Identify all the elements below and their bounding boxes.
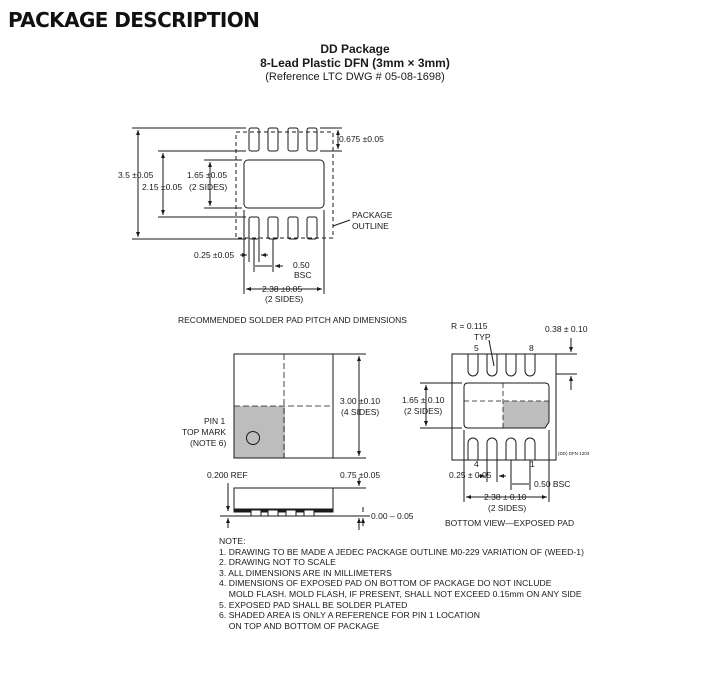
package-outline-label-2: OUTLINE <box>352 221 389 231</box>
note-line: 5. EXPOSED PAD SHALL BE SOLDER PLATED <box>219 599 408 610</box>
dim-bottom-exposed-height-note: (2 SIDES) <box>404 406 442 416</box>
dim-body: 3.00 ±0.10 <box>340 396 380 406</box>
dim-exposed-height-note: (2 SIDES) <box>189 182 227 192</box>
radius-typ: TYP <box>474 332 491 342</box>
note-line: 4. DIMENSIONS OF EXPOSED PAD ON BOTTOM O… <box>219 578 552 589</box>
pin1-label-3: (NOTE 6) <box>190 438 227 448</box>
dim-standoff: 0.00 – 0.05 <box>371 511 414 521</box>
pin-5-label: 5 <box>474 343 479 353</box>
solder-pad <box>306 127 318 152</box>
solder-pad <box>267 216 279 240</box>
bottom-lead <box>505 437 517 460</box>
solder-pad <box>248 127 260 152</box>
solder-pad-caption: RECOMMENDED SOLDER PAD PITCH AND DIMENSI… <box>178 315 407 325</box>
note-line: 2. DRAWING NOT TO SCALE <box>219 557 336 568</box>
note-line: ON TOP AND BOTTOM OF PACKAGE <box>219 620 380 631</box>
side-lead <box>303 509 315 517</box>
package-top-view <box>233 353 366 459</box>
solder-pad <box>287 127 299 152</box>
dim-exposed-width-note: (2 SIDES) <box>265 294 303 304</box>
dim-pitch-note: BSC <box>294 270 311 280</box>
bottom-lead <box>524 437 536 460</box>
dim-pad-length: 0.675 ±0.05 <box>339 134 384 144</box>
dim-bottom-exposed-height: 1.65 ± 0.10 <box>402 395 445 405</box>
note-line: MOLD FLASH. MOLD FLASH, IF PRESENT, SHAL… <box>219 588 582 599</box>
dim-overall-height: 3.5 ±0.05 <box>118 170 154 180</box>
dim-body-note: (4 SIDES) <box>341 407 379 417</box>
notes-block: NOTE: 1. DRAWING TO BE MADE A JEDEC PACK… <box>219 536 584 631</box>
drawing-reference: (Reference LTC DWG # 05-08-1698) <box>265 71 445 83</box>
pin1-label-2: TOP MARK <box>182 427 226 437</box>
note-line: 6. SHADED AREA IS ONLY A REFERENCE FOR P… <box>219 610 481 621</box>
notes-heading: NOTE: <box>219 536 246 546</box>
bottom-body <box>451 353 557 461</box>
package-outline <box>235 131 334 239</box>
pin1-shaded-area <box>234 406 285 458</box>
pin1-mark <box>246 431 260 445</box>
bottom-view <box>420 338 577 502</box>
radius-label: R = 0.115 <box>451 321 488 331</box>
dim-inner-height: 2.15 ±0.05 <box>142 182 182 192</box>
bottom-lead <box>486 437 498 460</box>
side-lead <box>285 509 297 517</box>
drawing-code: (DD) DFN 1203 <box>558 451 590 456</box>
solder-pad <box>306 216 318 240</box>
note-line: 3. ALL DIMENSIONS ARE IN MILLIMETERS <box>219 567 392 578</box>
dim-exposed-width: 2.38 ±0.05 <box>262 284 302 294</box>
bottom-view-caption: BOTTOM VIEW—EXPOSED PAD <box>445 518 574 528</box>
exposed-pad-shade <box>503 401 549 428</box>
dim-exposed-height: 1.65 ±0.05 <box>187 170 227 180</box>
solder-pad <box>248 216 260 240</box>
solder-pad <box>287 216 299 240</box>
exposed-pad-land <box>243 159 325 209</box>
side-lead <box>267 509 279 517</box>
note-line: 1. DRAWING TO BE MADE A JEDEC PACKAGE OU… <box>219 546 585 557</box>
page-title: PACKAGE DESCRIPTION <box>8 8 260 32</box>
exposed-pad <box>463 382 550 429</box>
dim-pad-width: 0.25 ±0.05 <box>194 250 234 260</box>
pin1-label-1: PIN 1 <box>204 416 226 426</box>
bottom-lead <box>467 354 479 377</box>
solder-pad-view <box>132 127 351 294</box>
solder-pad <box>267 127 279 152</box>
dim-lead-width: 0.38 ± 0.10 <box>545 324 588 334</box>
package-outline-label-1: PACKAGE <box>352 210 393 220</box>
dim-pitch: 0.50 <box>293 260 310 270</box>
package-type: 8-Lead Plastic DFN (3mm × 3mm) <box>260 56 450 70</box>
bottom-lead <box>467 437 479 460</box>
bottom-lead <box>505 354 517 377</box>
dim-height: 0.75 ±0.05 <box>340 470 380 480</box>
side-body <box>233 487 334 512</box>
dim-bottom-pitch: 0.50 BSC <box>534 479 570 489</box>
dim-ref: 0.200 REF <box>207 470 248 480</box>
package-side-view <box>220 478 370 530</box>
pin-8-label: 8 <box>529 343 534 353</box>
pin-4-label: 4 <box>474 459 479 469</box>
dim-bottom-exposed-width-note: (2 SIDES) <box>488 503 526 513</box>
pin-1-label: 1 <box>530 459 535 469</box>
dim-bottom-exposed-width: 2.38 ± 0.10 <box>484 492 527 502</box>
dim-bottom-pad-width: 0.25 ± 0.05 <box>449 470 492 480</box>
package-name: DD Package <box>320 42 390 56</box>
bottom-lead <box>486 354 498 377</box>
side-lead <box>250 509 262 517</box>
bottom-lead <box>524 354 536 377</box>
